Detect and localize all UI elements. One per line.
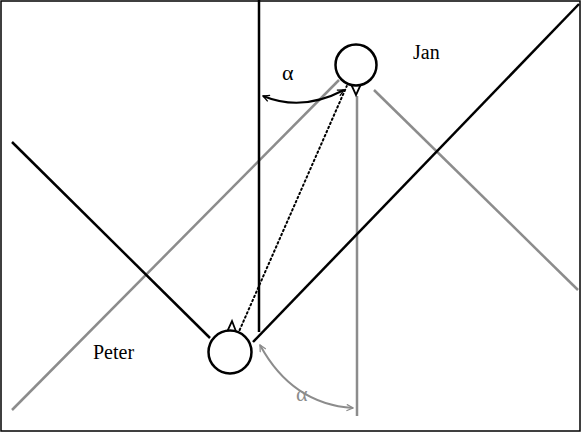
angle-arc (263, 90, 344, 103)
angle-label: α (296, 381, 308, 407)
head-circle (336, 45, 377, 86)
head-circle (209, 331, 252, 374)
black-sight-line (258, 0, 261, 332)
black-sight-line (253, 4, 579, 342)
person-name: Jan (413, 40, 440, 64)
angle-arc (260, 345, 353, 408)
head-outline (334, 43, 378, 87)
grey-sight-line (12, 80, 339, 410)
person-name: Peter (93, 340, 134, 364)
line-of-sight (240, 86, 347, 330)
grey-sight-line (356, 96, 359, 416)
head-outline (207, 329, 253, 375)
person-circle: Peter (207, 329, 253, 375)
grey-sight-line (374, 90, 578, 290)
angle-label: α (282, 60, 294, 86)
black-sight-line (12, 142, 210, 338)
person-circle: Jan (334, 43, 378, 87)
